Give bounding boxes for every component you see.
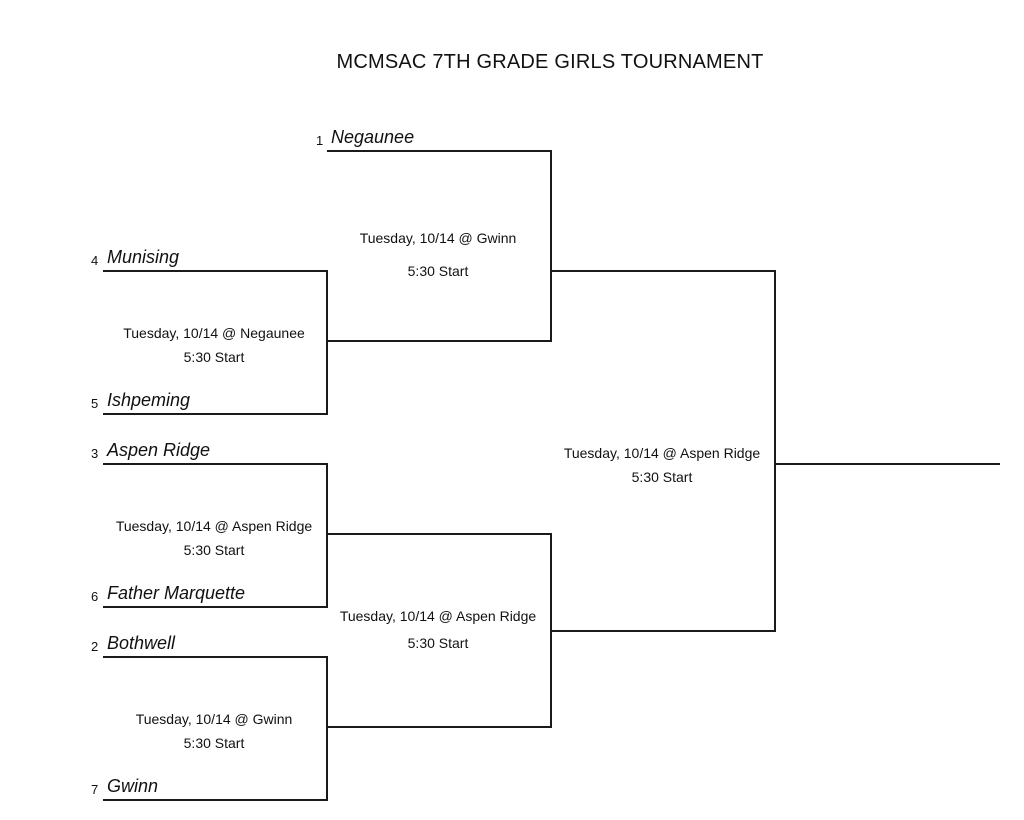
game-date-location: Tuesday, 10/14 @ Gwinn xyxy=(359,230,517,246)
bracket-line xyxy=(103,656,328,658)
champion-line xyxy=(774,463,1000,465)
game-start-time: 5:30 Start xyxy=(183,735,245,751)
bracket-line xyxy=(326,340,552,342)
seed-number: 6 xyxy=(91,589,99,604)
game-info: Tuesday, 10/14 @ Negaunee 5:30 Start xyxy=(100,321,328,369)
team-name: Negaunee xyxy=(331,127,415,147)
game-date-location: Tuesday, 10/14 @ Aspen Ridge xyxy=(339,608,537,624)
game-date-location: Tuesday, 10/14 @ Gwinn xyxy=(135,711,293,727)
game-date-location: Tuesday, 10/14 @ Aspen Ridge xyxy=(115,518,313,534)
game-start-time: 5:30 Start xyxy=(183,542,245,558)
team-name: Aspen Ridge xyxy=(107,440,211,460)
bracket-line xyxy=(550,150,552,341)
seed-number: 1 xyxy=(316,133,324,148)
bracket-line xyxy=(774,270,776,631)
seed-number: 5 xyxy=(91,396,99,411)
bracket-line xyxy=(326,656,328,800)
game-date-location: Tuesday, 10/14 @ Aspen Ridge xyxy=(563,445,761,461)
bracket-line xyxy=(103,799,328,801)
seed-number: 3 xyxy=(91,446,99,461)
team-name: Father Marquette xyxy=(107,583,246,603)
team-name: Gwinn xyxy=(107,776,159,796)
game-date-location: Tuesday, 10/14 @ Negaunee xyxy=(123,325,305,341)
seed-number: 7 xyxy=(91,782,99,797)
seed-number: 4 xyxy=(91,253,99,268)
bracket-line xyxy=(326,463,328,607)
bracket-line xyxy=(550,630,776,632)
bracket-title: MCMSAC 7TH GRADE GIRLS TOURNAMENT xyxy=(336,51,764,73)
seed-number: 2 xyxy=(91,639,99,654)
bracket-line xyxy=(103,463,328,465)
team-name: Bothwell xyxy=(107,633,176,653)
bracket-line xyxy=(103,413,328,415)
team-name: Munising xyxy=(107,247,180,267)
game-start-time: 5:30 Start xyxy=(407,263,469,279)
game-start-time: 5:30 Start xyxy=(407,635,469,651)
game-info: Tuesday, 10/14 @ Aspen Ridge 5:30 Start xyxy=(548,441,776,489)
bracket-line xyxy=(326,270,328,414)
game-start-time: 5:30 Start xyxy=(183,349,245,365)
bracket-line xyxy=(550,270,776,272)
bracket-line xyxy=(327,150,552,152)
bracket-line xyxy=(326,533,552,535)
game-info: Tuesday, 10/14 @ Aspen Ridge 5:30 Start xyxy=(324,603,552,657)
bracket-line xyxy=(103,606,328,608)
team-name: Ishpeming xyxy=(107,390,191,410)
bracket-line xyxy=(326,726,552,728)
game-info: Tuesday, 10/14 @ Gwinn 5:30 Start xyxy=(324,222,552,288)
game-start-time: 5:30 Start xyxy=(631,469,693,485)
game-info: Tuesday, 10/14 @ Aspen Ridge 5:30 Start xyxy=(100,514,328,562)
bracket-line xyxy=(103,270,328,272)
game-info: Tuesday, 10/14 @ Gwinn 5:30 Start xyxy=(100,707,328,755)
